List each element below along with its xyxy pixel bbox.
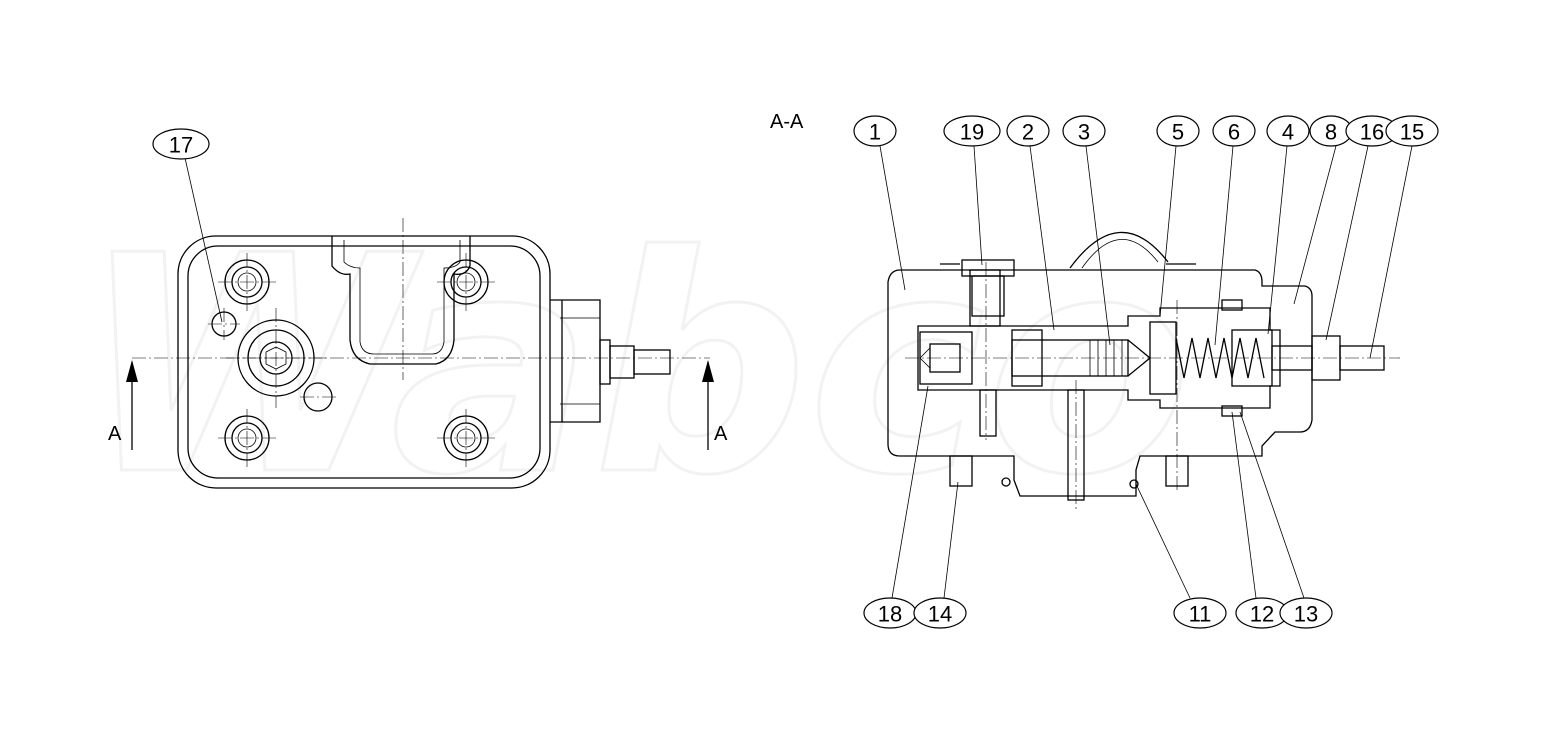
svg-text:16: 16 xyxy=(1360,120,1384,145)
body-outline-inner xyxy=(187,245,541,479)
section-view xyxy=(887,231,1400,510)
balloon-4: 4 xyxy=(1266,115,1310,147)
svg-text:12: 12 xyxy=(1250,602,1274,627)
svg-text:19: 19 xyxy=(960,120,984,145)
balloon-2: 2 xyxy=(1006,115,1050,147)
svg-text:6: 6 xyxy=(1228,120,1240,145)
watermark: Wabco xyxy=(80,192,1192,541)
svg-text:5: 5 xyxy=(1172,120,1184,145)
svg-text:1: 1 xyxy=(869,120,881,145)
svg-text:11: 11 xyxy=(1189,602,1212,627)
svg-text:4: 4 xyxy=(1282,120,1294,145)
svg-text:17: 17 xyxy=(169,133,193,158)
seal-bottom xyxy=(1221,405,1243,417)
balloon-12: 12 xyxy=(1235,597,1289,629)
balloon-11: 11 xyxy=(1173,597,1227,629)
balloon-5: 5 xyxy=(1156,115,1200,147)
cut-label-right: A xyxy=(714,423,728,445)
mount-hole-tl xyxy=(218,253,276,311)
o-ring-11 xyxy=(1129,479,1139,489)
leader-lines xyxy=(184,145,1413,599)
balloon-6: 6 xyxy=(1212,115,1256,147)
pin-14 xyxy=(949,455,973,487)
balloon-1: 1 xyxy=(853,115,897,147)
main-bore xyxy=(917,307,1281,409)
body-outline-outer xyxy=(177,235,551,489)
valve-body xyxy=(887,269,1313,497)
svg-text:8: 8 xyxy=(1325,120,1337,145)
svg-text:14: 14 xyxy=(928,602,952,627)
balloon-19: 19 xyxy=(943,115,1001,147)
mount-hole-tr xyxy=(437,253,495,311)
seal-top xyxy=(1221,299,1243,311)
balloon-8: 8 xyxy=(1309,115,1353,147)
mount-hole-bl xyxy=(218,409,276,467)
section-label: A-A xyxy=(770,111,804,133)
balloon-16: 16 xyxy=(1345,115,1399,147)
svg-text:2: 2 xyxy=(1022,120,1034,145)
balloon-15: 15 xyxy=(1385,115,1439,147)
top-view: A A xyxy=(108,218,728,489)
balloon-18: 18 xyxy=(863,597,917,629)
cut-label-left: A xyxy=(108,423,122,445)
svg-text:15: 15 xyxy=(1400,120,1424,145)
balloon-13: 13 xyxy=(1279,597,1333,629)
balloon-3: 3 xyxy=(1062,115,1106,147)
mount-hole-br xyxy=(437,409,495,467)
side-pin xyxy=(633,349,671,375)
svg-text:18: 18 xyxy=(878,602,902,627)
svg-text:13: 13 xyxy=(1294,602,1318,627)
balloon-17: 17 xyxy=(152,128,210,160)
svg-text:3: 3 xyxy=(1078,120,1090,145)
balloon-14: 14 xyxy=(913,597,967,629)
